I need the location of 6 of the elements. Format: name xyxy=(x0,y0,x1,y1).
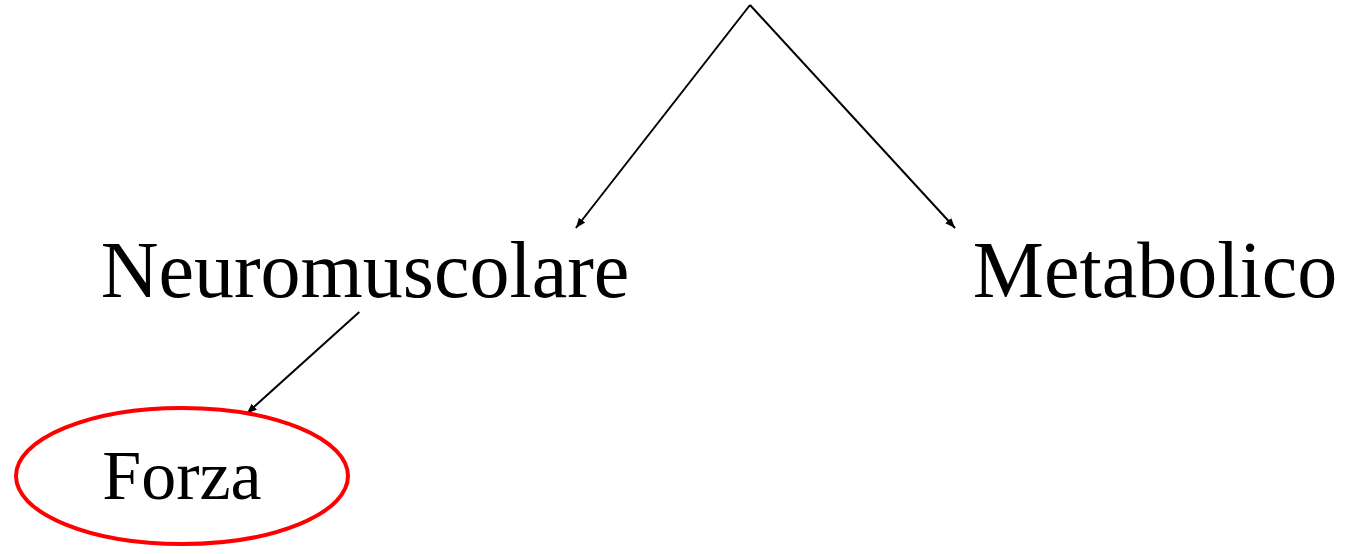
label-text: Metabolico xyxy=(972,230,1338,310)
label-text: Neuromuscolare xyxy=(100,230,630,310)
arrow xyxy=(749,4,956,229)
ellipse-label: Forza xyxy=(102,441,262,511)
arrow xyxy=(574,4,751,229)
arrow xyxy=(245,311,361,415)
